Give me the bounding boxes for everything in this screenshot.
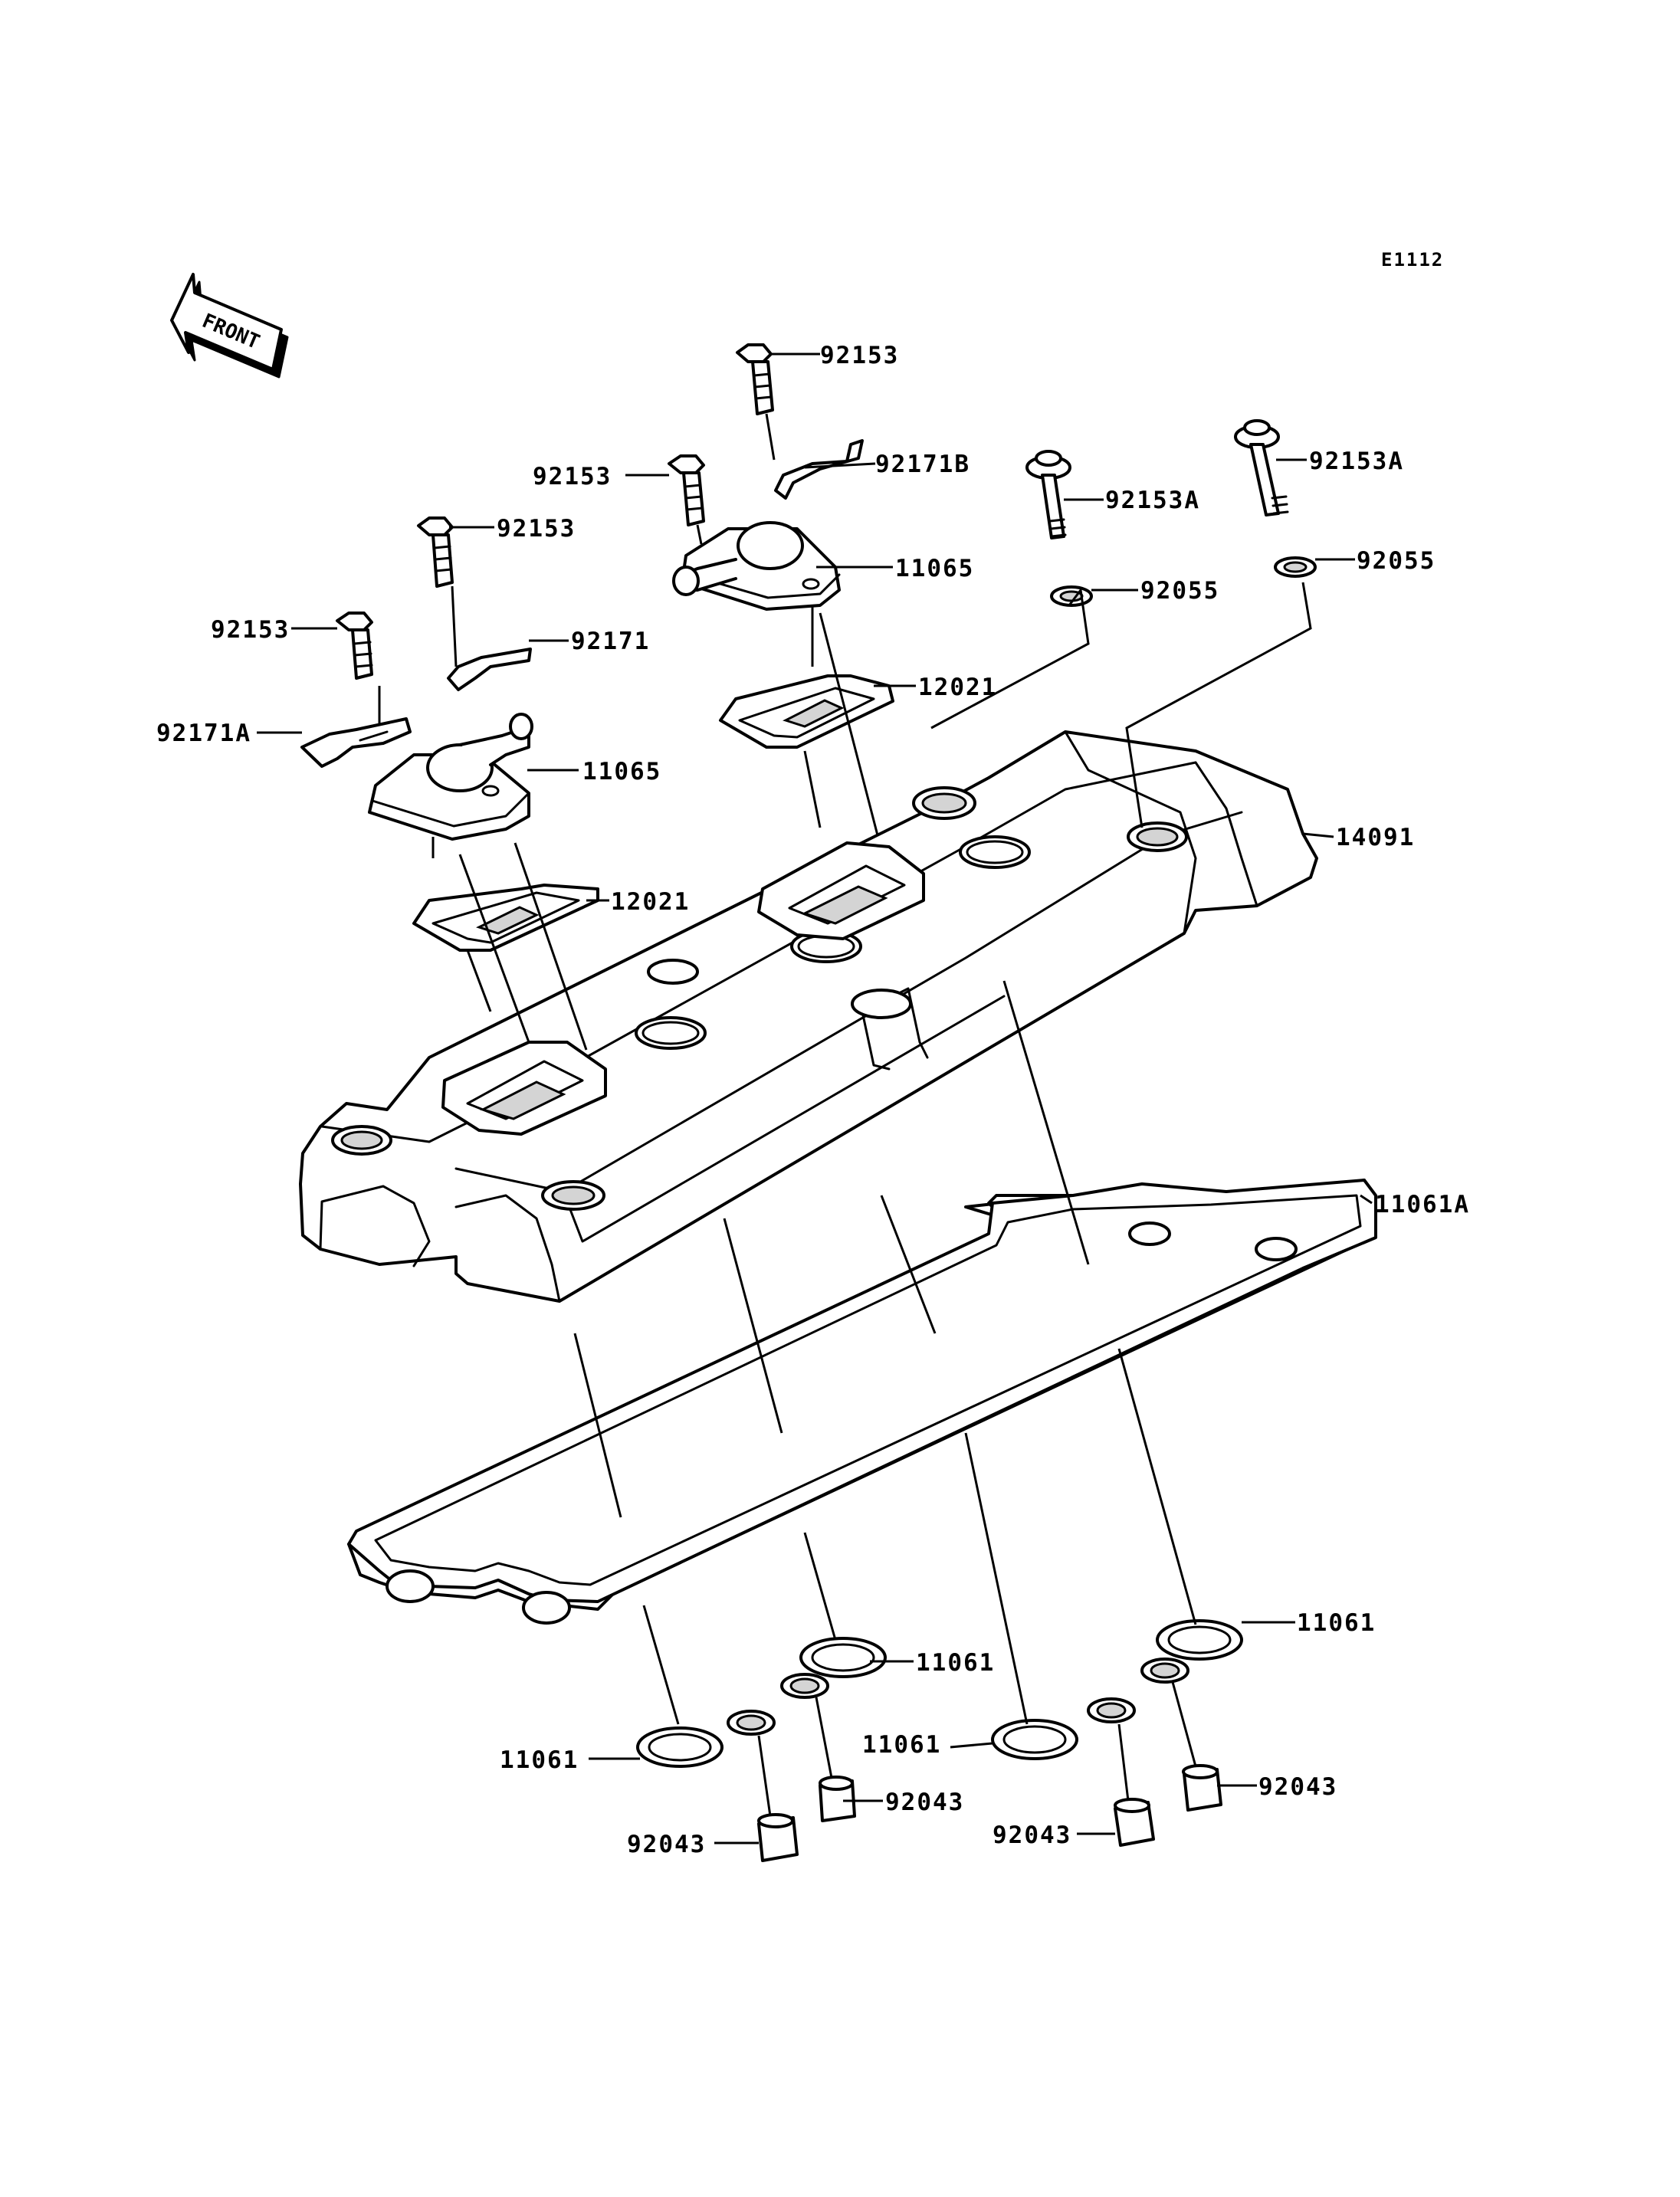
callout-label: 92043 <box>885 1789 964 1816</box>
cylinder-head-cover <box>299 730 1318 1303</box>
breather-cover-right <box>668 343 894 749</box>
callout-label: 92153 <box>497 515 576 543</box>
callout-label: 92043 <box>627 1831 706 1858</box>
callout-leaders <box>257 353 1373 1844</box>
callout-label: 11061 <box>1297 1609 1376 1637</box>
callout-label: 12021 <box>918 674 997 701</box>
callout-label: 12021 <box>611 888 690 916</box>
callout-label: 92171 <box>571 628 650 655</box>
callout-label: 92043 <box>993 1822 1071 1849</box>
callout-label: 92153 <box>211 616 290 644</box>
callout-label: 92153A <box>1105 487 1200 514</box>
head-cover-gasket <box>347 1179 1377 1625</box>
callout-label: 11065 <box>582 758 661 785</box>
part-number-labels: 92153 92171B 92153 11065 92153 92153A 92… <box>156 342 1470 1858</box>
breather-cover-left <box>300 516 599 952</box>
callout-label: 92153 <box>533 463 612 490</box>
callout-label: 11061 <box>916 1649 995 1677</box>
callout-label: 92153A <box>1309 448 1404 475</box>
callout-label: 92043 <box>1258 1773 1337 1801</box>
front-arrow-icon: FRONT <box>170 273 289 379</box>
callout-label: 92055 <box>1140 577 1219 605</box>
callout-label: 11061 <box>500 1746 579 1774</box>
callout-label: 92171B <box>875 451 970 478</box>
cover-bolts-right <box>1025 419 1317 607</box>
plug-seals <box>636 1619 1243 1862</box>
callout-label: 11061 <box>862 1731 941 1759</box>
callout-label: 14091 <box>1336 824 1415 851</box>
callout-label: 11065 <box>895 555 974 582</box>
diagram-code: E1112 <box>1381 249 1444 271</box>
callout-label: 92055 <box>1357 547 1436 575</box>
callout-label: 92171A <box>156 720 251 747</box>
assembly-guide-lines <box>378 413 1312 1817</box>
callout-label: 11061A <box>1375 1191 1470 1218</box>
callout-label: 92153 <box>820 342 899 369</box>
